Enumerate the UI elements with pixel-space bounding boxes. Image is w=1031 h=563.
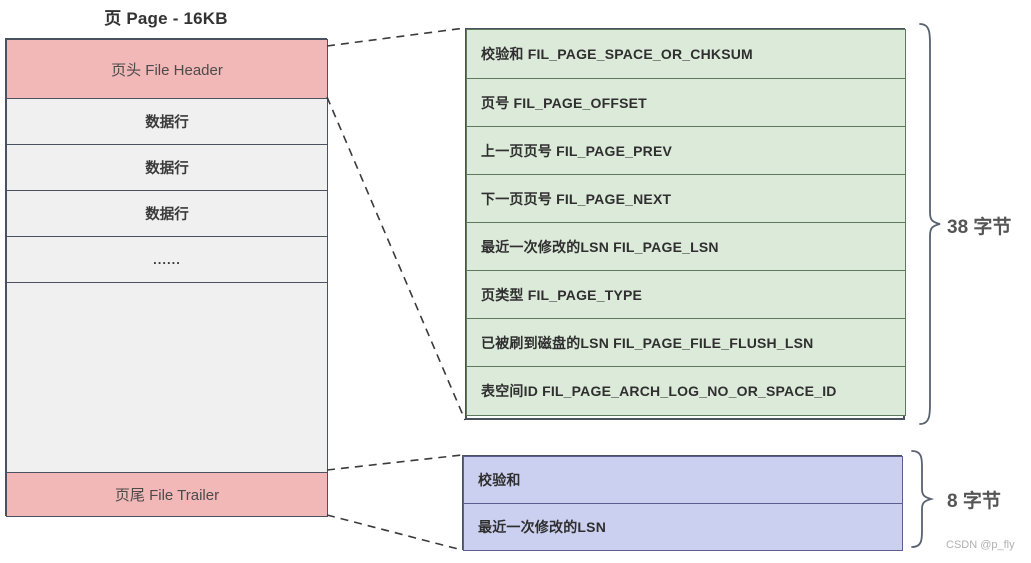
header-field-row[interactable]: 表空间ID FIL_PAGE_ARCH_LOG_NO_OR_SPACE_ID	[466, 366, 906, 416]
connector-trailer-top	[326, 454, 463, 471]
page-row-label: 数据行	[145, 115, 189, 131]
page-row-data-3[interactable]: 数据行	[6, 190, 328, 237]
connector-header-top	[326, 27, 466, 47]
header-field-row[interactable]: 下一页页号 FIL_PAGE_NEXT	[466, 174, 906, 223]
trailer-field-row[interactable]: 最近一次修改的LSN	[463, 503, 903, 551]
page-row-label: 页尾 File Trailer	[114, 487, 220, 504]
page-row-label: ......	[153, 252, 181, 267]
trailer-field-label: 校验和	[478, 472, 521, 488]
page-row-data-2[interactable]: 数据行	[6, 144, 328, 191]
connector-header-bottom	[326, 96, 466, 421]
page-row-label: 数据行	[145, 161, 189, 177]
header-field-row[interactable]: 最近一次修改的LSN FIL_PAGE_LSN	[466, 222, 906, 271]
header-field-label: 最近一次修改的LSN FIL_PAGE_LSN	[481, 238, 719, 255]
watermark: CSDN @p_fly	[946, 539, 1015, 551]
header-field-label: 页类型 FIL_PAGE_TYPE	[481, 286, 643, 303]
page-row-file-header[interactable]: 页头 File Header	[6, 39, 328, 99]
header-field-label: 表空间ID FIL_PAGE_ARCH_LOG_NO_OR_SPACE_ID	[481, 383, 837, 399]
brace-8-bytes	[911, 450, 935, 548]
trailer-field-row[interactable]: 校验和	[463, 456, 903, 504]
page-structure-column: 页头 File Header 数据行 数据行 数据行 ...... 页尾 Fil…	[5, 38, 328, 517]
page-title: 页 Page - 16KB	[104, 9, 228, 28]
page-row-free-space[interactable]	[6, 282, 328, 473]
page-row-ellipsis[interactable]: ......	[6, 236, 328, 283]
header-field-row[interactable]: 已被刷到磁盘的LSN FIL_PAGE_FILE_FLUSH_LSN	[466, 318, 906, 367]
file-header-detail-box: 校验和 FIL_PAGE_SPACE_OR_CHKSUM 页号 FIL_PAGE…	[465, 28, 906, 420]
header-field-label: 校验和 FIL_PAGE_SPACE_OR_CHKSUM	[481, 46, 753, 62]
page-row-label: 页头 File Header	[111, 61, 223, 79]
header-field-label: 上一页页号 FIL_PAGE_PREV	[481, 142, 673, 159]
header-field-row[interactable]: 页号 FIL_PAGE_OFFSET	[466, 78, 906, 127]
header-field-label: 已被刷到磁盘的LSN FIL_PAGE_FILE_FLUSH_LSN	[481, 334, 814, 351]
page-row-data-1[interactable]: 数据行	[6, 98, 328, 145]
connector-trailer-bottom	[326, 514, 463, 551]
trailer-size-label: 8 字节	[947, 491, 1001, 512]
file-trailer-detail-box: 校验和 最近一次修改的LSN	[462, 455, 903, 551]
header-field-label: 页号 FIL_PAGE_OFFSET	[481, 94, 647, 111]
header-field-row[interactable]: 上一页页号 FIL_PAGE_PREV	[466, 126, 906, 175]
header-size-label: 38 字节	[947, 217, 1012, 238]
page-row-file-trailer[interactable]: 页尾 File Trailer	[6, 472, 328, 517]
header-field-label: 下一页页号 FIL_PAGE_NEXT	[481, 190, 672, 207]
header-field-row[interactable]: 页类型 FIL_PAGE_TYPE	[466, 270, 906, 319]
header-field-row[interactable]: 校验和 FIL_PAGE_SPACE_OR_CHKSUM	[466, 29, 906, 79]
brace-38-bytes	[919, 23, 941, 425]
page-row-label: 数据行	[145, 207, 189, 223]
trailer-field-label: 最近一次修改的LSN	[478, 519, 606, 535]
